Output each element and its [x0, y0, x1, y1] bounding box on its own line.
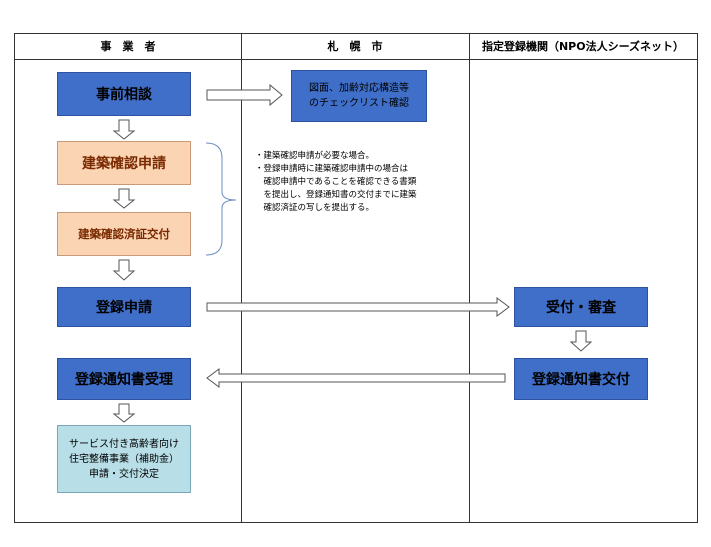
step-consult: 事前相談	[57, 72, 191, 116]
column-header-city: 札 幌 市	[327, 40, 383, 53]
step-notice-issue: 登録通知書交付	[514, 358, 648, 400]
column-header-applicant: 事 業 者	[100, 40, 156, 53]
step-receipt-review: 受付・審査	[514, 287, 648, 327]
building-note: ・建築確認申請が必要な場合。 ・登録申請時に建築確認申請中の場合は 確認申請中で…	[255, 151, 417, 213]
flow-table: 事 業 者 札 幌 市 指定登録機関（NPO法人シーズネット）	[14, 33, 698, 523]
step-build-apply: 建築確認申請	[57, 141, 191, 185]
step-subsidy: サービス付き高齢者向け 住宅整備事業（補助金） 申請・交付決定	[57, 425, 191, 493]
step-notice-receive: 登録通知書受理	[57, 358, 191, 400]
step-build-cert: 建築確認済証交付	[57, 212, 191, 256]
column-divider-2	[469, 34, 470, 522]
header-row: 事 業 者 札 幌 市 指定登録機関（NPO法人シーズネット）	[15, 34, 697, 60]
step-checklist: 図面、加齢対応構造等 のチェックリスト確認	[291, 70, 427, 122]
column-divider-1	[241, 34, 242, 522]
step-register-apply: 登録申請	[57, 287, 191, 327]
column-header-registry: 指定登録機関（NPO法人シーズネット）	[481, 40, 685, 53]
